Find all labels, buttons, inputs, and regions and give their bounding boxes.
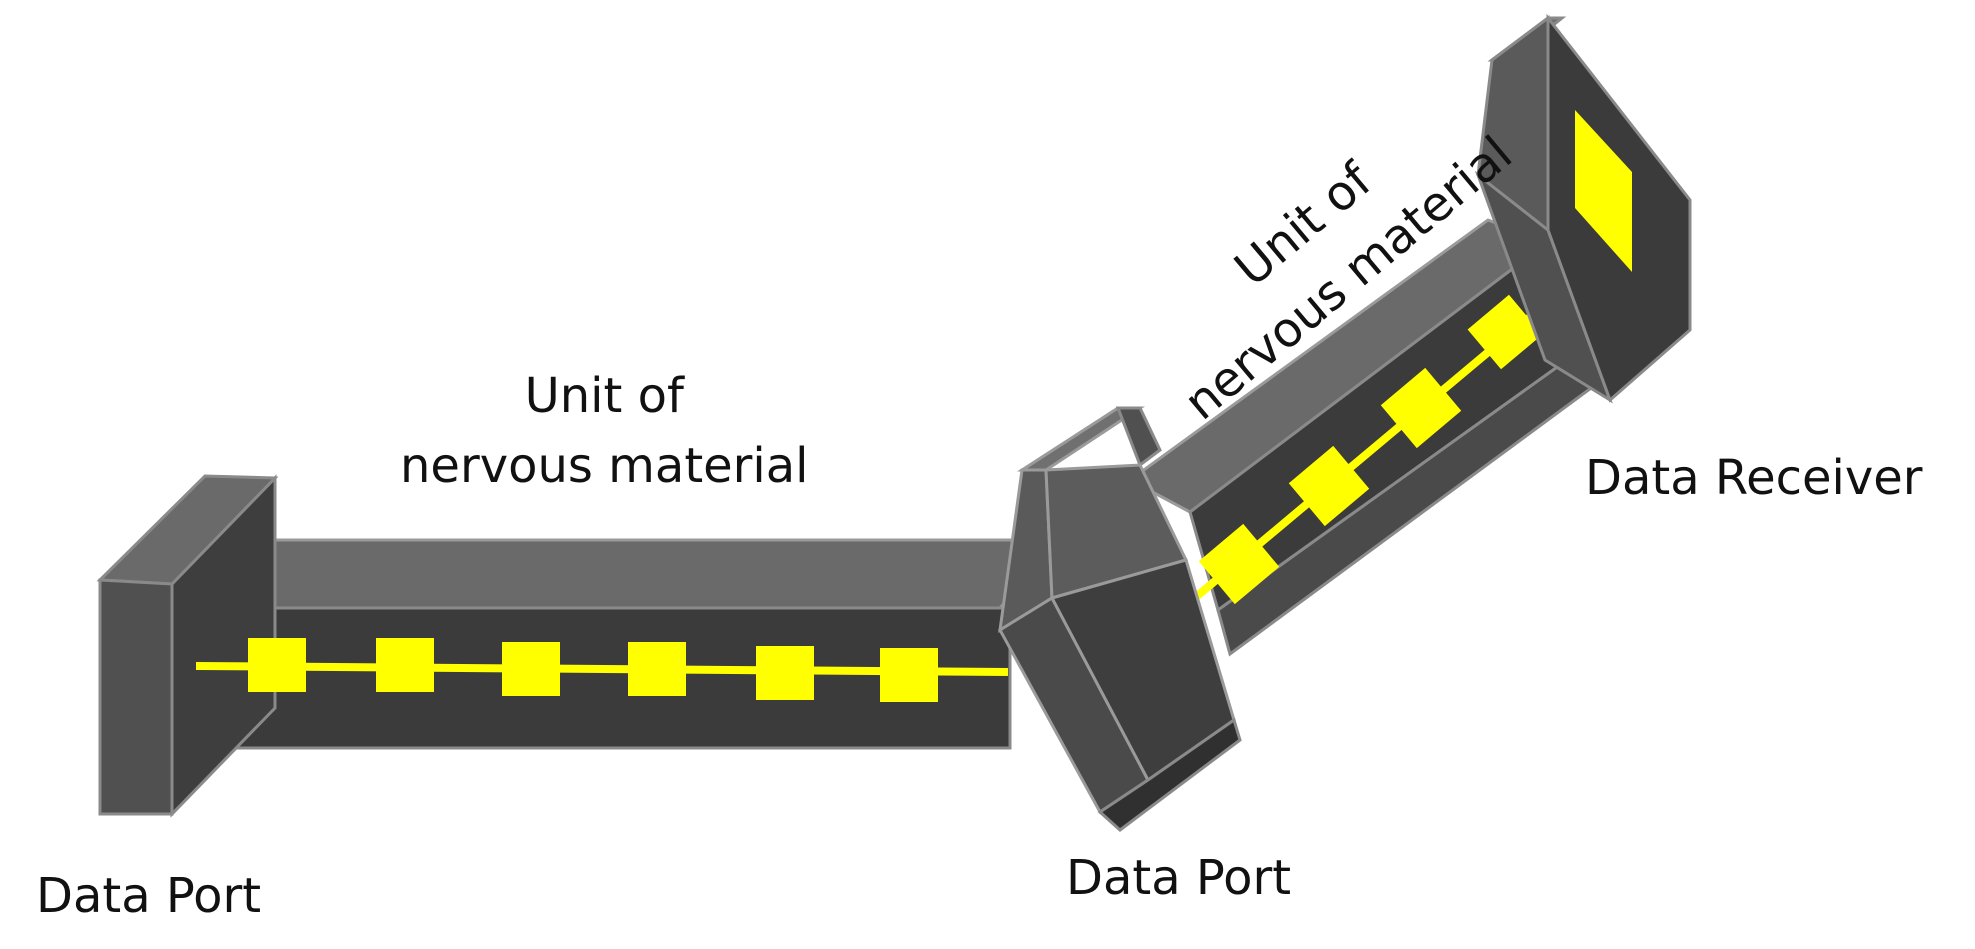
left-signal-node bbox=[880, 648, 938, 702]
left-signal-node bbox=[376, 638, 434, 692]
left-nerve-unit bbox=[178, 540, 1060, 748]
left-signal-node bbox=[756, 646, 814, 700]
unit-label-left: Unit of nervous material bbox=[400, 362, 809, 501]
left-port-front bbox=[100, 580, 172, 814]
unit-label-left-line2: nervous material bbox=[400, 432, 809, 502]
left-signal-node bbox=[628, 642, 686, 696]
left-signal-node bbox=[248, 638, 306, 692]
mid-port-top-right bbox=[1118, 408, 1160, 465]
left-unit-top-face bbox=[178, 540, 1060, 608]
data-port-label-middle: Data Port bbox=[1066, 854, 1291, 902]
left-signal-node bbox=[502, 642, 560, 696]
data-receiver-label: Data Receiver bbox=[1585, 454, 1923, 502]
data-port-label-left: Data Port bbox=[36, 872, 261, 920]
unit-label-left-line1: Unit of bbox=[400, 362, 809, 432]
